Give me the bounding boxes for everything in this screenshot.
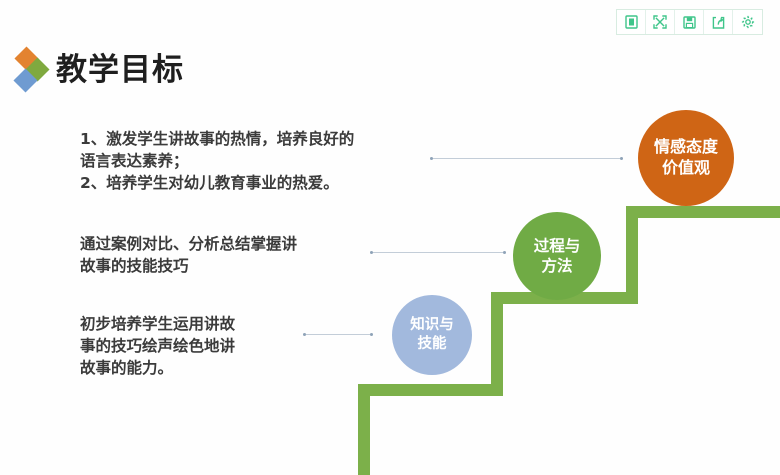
connector-line-3 — [303, 331, 373, 338]
connector-stroke — [306, 334, 370, 335]
settings-gear-icon — [741, 15, 755, 29]
node-values-line1: 情感态度 — [653, 137, 718, 157]
slide-title-block: 教学目标 — [13, 46, 184, 93]
connector-dot-start — [430, 157, 433, 160]
objective-text-3: 初步培养学生运用讲故 事的技巧绘声绘色地讲 故事的能力。 — [80, 315, 236, 377]
node-values-line2: 价值观 — [661, 158, 710, 177]
node-circle-knowledge: 知识与 技能 — [392, 295, 472, 375]
connector-stroke — [433, 158, 620, 159]
page-title: 教学目标 — [56, 51, 184, 88]
connector-dot-end — [620, 157, 623, 160]
connector-dot-start — [303, 333, 306, 336]
node-circle-values: 情感态度 价值观 — [638, 110, 734, 206]
connector-dot-end — [370, 333, 373, 336]
objective-text-2: 通过案例对比、分析总结掌握讲 故事的技能技巧 — [80, 235, 298, 275]
save-icon — [682, 15, 696, 29]
page-view-icon — [624, 15, 638, 29]
node-process-line1: 过程与 — [533, 236, 581, 255]
staircase-path — [358, 206, 780, 475]
node-knowledge-line1: 知识与 — [410, 317, 454, 334]
connector-line-1 — [430, 155, 623, 162]
node-circle-process: 过程与 方法 — [513, 212, 601, 300]
share-icon — [712, 16, 725, 29]
connector-dot-end — [503, 251, 506, 254]
connector-stroke — [373, 252, 503, 253]
node-process-line2: 方法 — [541, 257, 573, 275]
save-button[interactable] — [675, 10, 704, 34]
objective-text-1: 1、激发学生讲故事的热情，培养良好的 语言表达素养； 2、培养学生对幼儿教育事业… — [80, 130, 355, 192]
page-view-button[interactable] — [617, 10, 646, 34]
fullscreen-icon — [653, 15, 667, 29]
node-knowledge-line2: 技能 — [417, 336, 447, 352]
share-button[interactable] — [704, 10, 733, 34]
diamond-logo-icon — [13, 46, 54, 93]
connector-dot-start — [370, 251, 373, 254]
connector-line-2 — [370, 249, 506, 256]
fullscreen-button[interactable] — [646, 10, 675, 34]
settings-button[interactable] — [733, 10, 762, 34]
viewer-toolbar — [616, 9, 763, 35]
